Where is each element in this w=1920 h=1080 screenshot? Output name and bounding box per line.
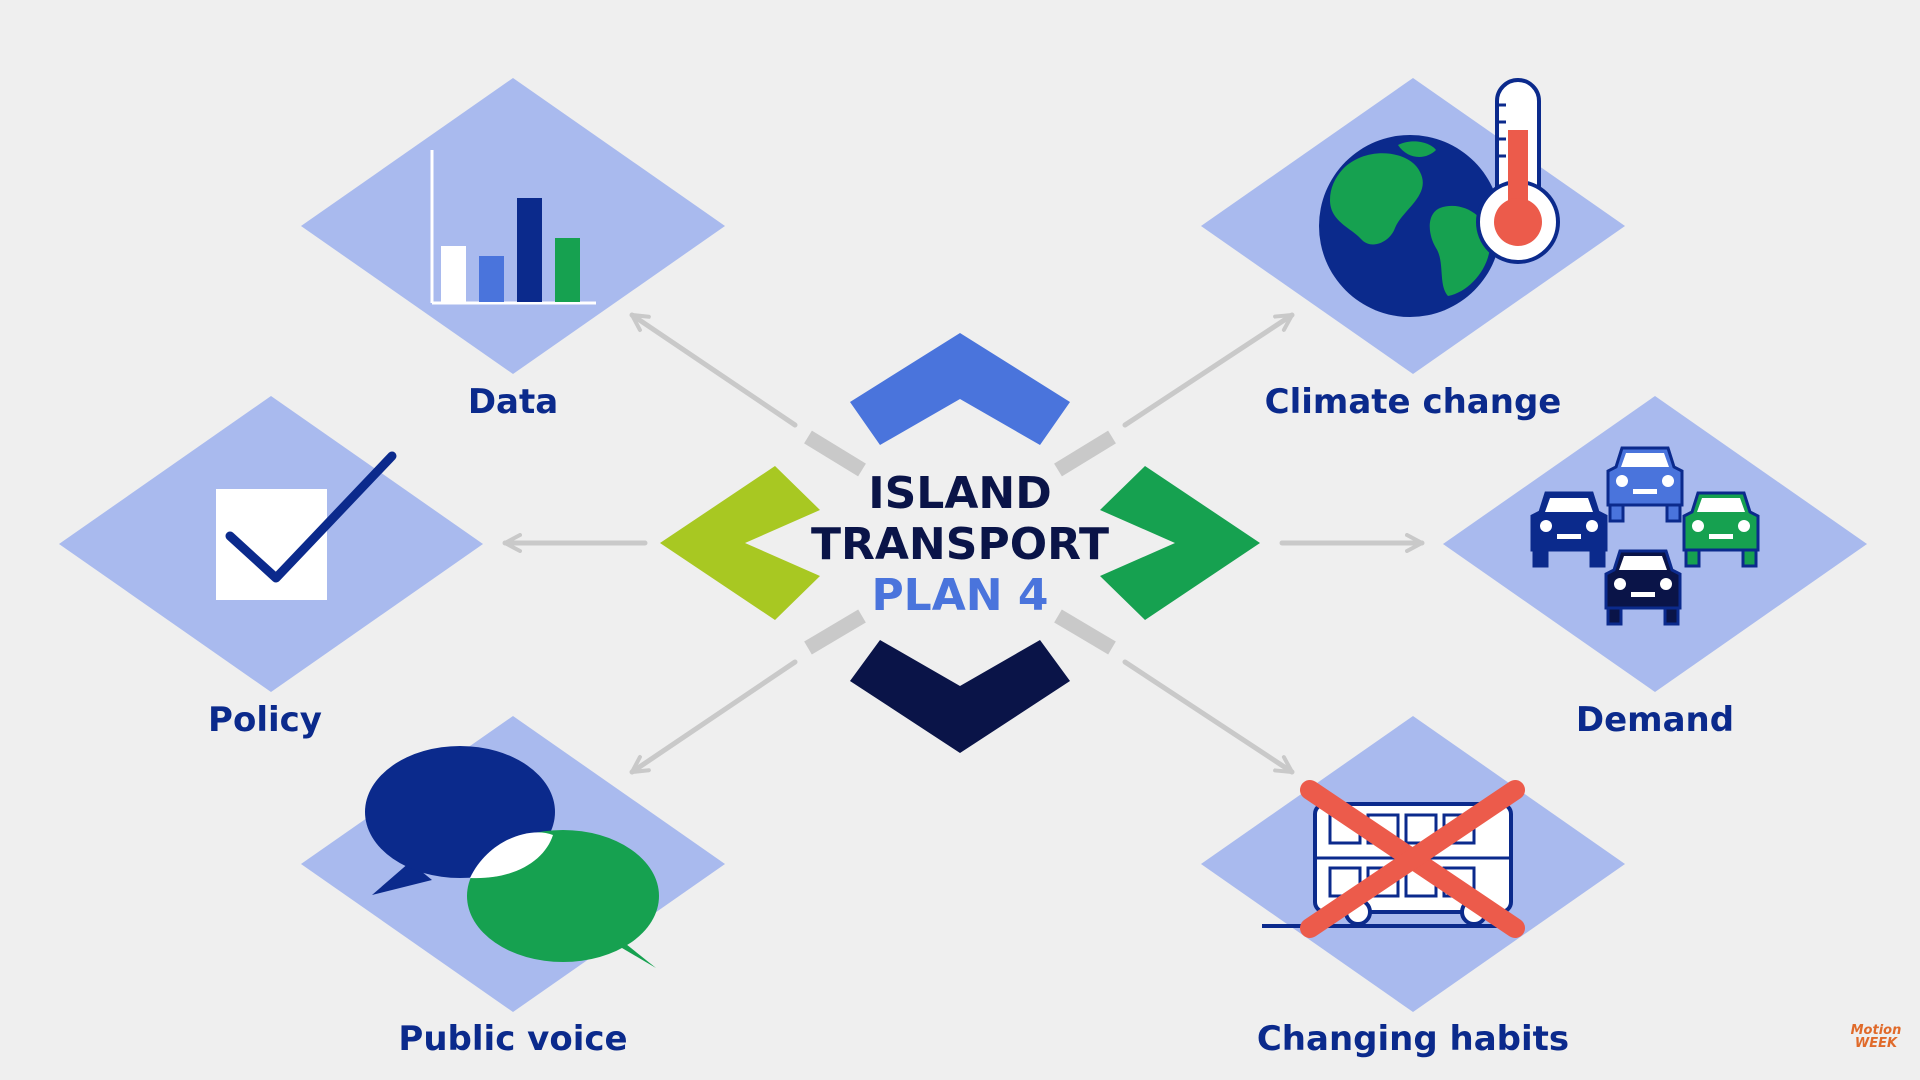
topic-demand: Demand	[1443, 396, 1867, 740]
center-title-line-1: ISLAND	[868, 468, 1052, 519]
watermark-line-1: Motion	[1851, 1023, 1902, 1038]
car-traffic-icon	[1530, 446, 1760, 626]
speech-bubbles-icon	[365, 746, 659, 968]
connector-dashes	[804, 430, 1116, 655]
bar-chart-icon	[430, 150, 596, 305]
topic-label-data: Data	[468, 382, 558, 422]
dash-top-left	[804, 430, 866, 477]
topic-label-voice: Public voice	[398, 1019, 627, 1059]
center-logo: ISLAND TRANSPORT PLAN 4	[660, 333, 1260, 753]
brand-watermark: Motion WEEK	[1851, 1023, 1902, 1051]
chevron-left-shape	[660, 466, 820, 620]
globe-thermometer-icon	[1319, 78, 1560, 317]
arrow-to-data	[629, 312, 798, 428]
topic-diamond	[301, 78, 725, 374]
topic-climate: Climate change	[1201, 78, 1625, 422]
chevron-up-shape	[850, 333, 1070, 445]
watermark-line-2: WEEK	[1855, 1036, 1898, 1051]
dash-bottom-left	[804, 609, 866, 655]
topic-label-climate: Climate change	[1265, 382, 1562, 422]
chevron-right-shape	[1100, 466, 1260, 620]
topic-label-policy: Policy	[208, 700, 322, 740]
topic-habits: Changing habits	[1201, 716, 1625, 1059]
center-title-line-3: PLAN 4	[871, 570, 1048, 621]
chevron-down-shape	[850, 640, 1070, 753]
topic-label-demand: Demand	[1576, 700, 1734, 740]
arrow-to-climate	[1122, 312, 1295, 428]
dash-bottom-right	[1054, 609, 1116, 655]
center-title-line-2: TRANSPORT	[811, 519, 1109, 570]
arrow-to-voice	[629, 659, 798, 775]
checkbox-tick-icon	[216, 451, 397, 600]
dash-top-right	[1054, 430, 1116, 477]
crossed-out-bus-icon	[1262, 780, 1525, 938]
arrow-to-habits	[1122, 659, 1295, 775]
topic-voice: Public voice	[301, 716, 725, 1059]
topic-diamond	[1443, 396, 1867, 692]
connector-arrows	[502, 312, 1425, 775]
topic-policy: Policy	[59, 396, 483, 740]
topic-data: Data	[301, 78, 725, 422]
topic-label-habits: Changing habits	[1257, 1019, 1569, 1059]
